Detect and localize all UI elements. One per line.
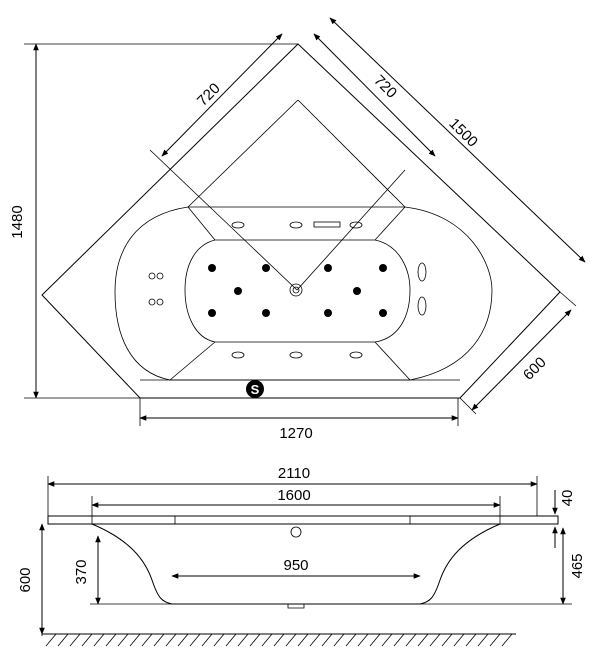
tub-profile	[91, 523, 501, 605]
ground-hatch	[42, 633, 516, 647]
nozzle	[148, 298, 156, 306]
dim-line-720-left	[161, 33, 283, 157]
drain-icon: S	[246, 380, 264, 398]
nozzle	[156, 298, 164, 306]
dim-label-465: 465	[569, 553, 586, 578]
jet-dot	[234, 287, 242, 295]
dim-label-370: 370	[73, 559, 90, 584]
drain-center	[292, 286, 300, 294]
jet-dot	[324, 264, 332, 272]
overflow-ring	[290, 526, 302, 538]
dim-line-720-right	[313, 33, 436, 157]
dim-label-2110: 2110	[278, 465, 310, 482]
dim-label-1600: 1600	[277, 487, 310, 504]
nozzle	[289, 351, 303, 359]
dim-label-720-left: 720	[194, 80, 224, 110]
dim-label-1480: 1480	[9, 205, 26, 238]
rim-inner-edge	[187, 99, 406, 208]
top-view: S 1480 720 720 1500 600 1270	[9, 17, 586, 442]
side-view: 2110 1600 40 950 600 370 465	[17, 465, 586, 647]
nozzle	[148, 272, 156, 280]
jet-dot	[262, 309, 270, 317]
dim-label-1270: 1270	[279, 425, 312, 442]
nozzle	[231, 221, 245, 229]
centre-line-2	[296, 169, 406, 291]
jets	[208, 264, 387, 317]
ext-line-600-b	[459, 397, 477, 415]
nozzle	[417, 262, 427, 282]
tub-outer-contour	[114, 206, 493, 381]
drain-label: S	[251, 382, 260, 397]
drain-ring	[289, 283, 303, 297]
jet-dot	[208, 309, 216, 317]
dim-label-600-side: 600	[17, 567, 34, 592]
nozzle	[156, 272, 164, 280]
nozzle	[289, 221, 303, 229]
bottom-drain	[287, 604, 305, 609]
tub-bottom-contour	[184, 239, 411, 343]
rim	[47, 515, 559, 525]
jet-dot	[379, 264, 387, 272]
side-nozzles	[148, 221, 427, 359]
control-panel	[313, 221, 341, 228]
jet-dot	[353, 287, 361, 295]
dim-label-720-right: 720	[370, 72, 400, 102]
nozzle	[417, 296, 427, 316]
dim-line-1500	[329, 17, 586, 263]
dim-line-600-top	[471, 309, 572, 411]
jet-dot	[262, 264, 270, 272]
centre-line-1	[149, 149, 298, 291]
bath-outline	[41, 43, 561, 399]
dim-label-950: 950	[283, 557, 308, 574]
jet-dot	[208, 264, 216, 272]
ext-line-600-a	[559, 291, 577, 307]
nozzle	[231, 351, 245, 359]
jet-dot	[379, 309, 387, 317]
dim-label-40: 40	[559, 490, 576, 507]
jet-dot	[324, 309, 332, 317]
dim-label-600-top: 600	[520, 354, 550, 384]
nozzle	[349, 351, 363, 359]
